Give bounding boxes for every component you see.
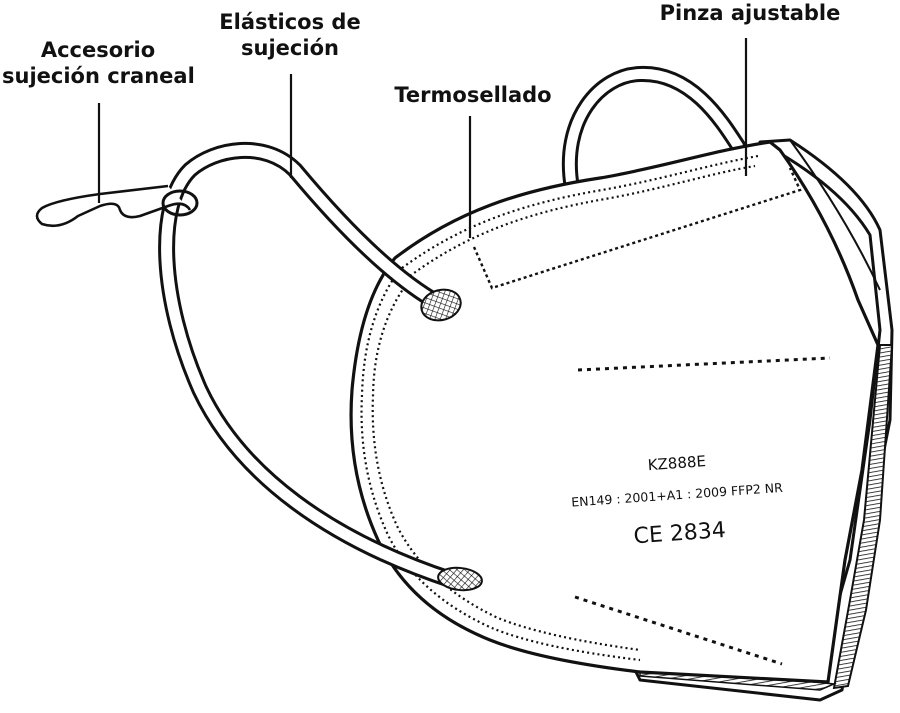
label-cranial-accessory-line1: Accesorio [40, 38, 156, 62]
mask-model: KZ888E [647, 452, 706, 474]
label-cranial-accessory-line2: sujeción craneal [2, 64, 195, 88]
label-heat-seal: Termosellado [394, 83, 552, 107]
strap-anchors [420, 288, 483, 592]
cranial-hook [35, 184, 199, 228]
top-strap [561, 66, 746, 196]
label-elastics-line2: sujeción [241, 36, 339, 60]
mask-body [349, 140, 880, 684]
label-adjustable-clip: Pinza ajustable [659, 1, 841, 25]
label-elastics: Elásticos de sujeción [205, 9, 375, 61]
label-elastics-line1: Elásticos de [219, 10, 361, 34]
label-cranial-accessory: Accesorio sujeción craneal [2, 37, 195, 89]
leader-lines [97, 38, 748, 238]
